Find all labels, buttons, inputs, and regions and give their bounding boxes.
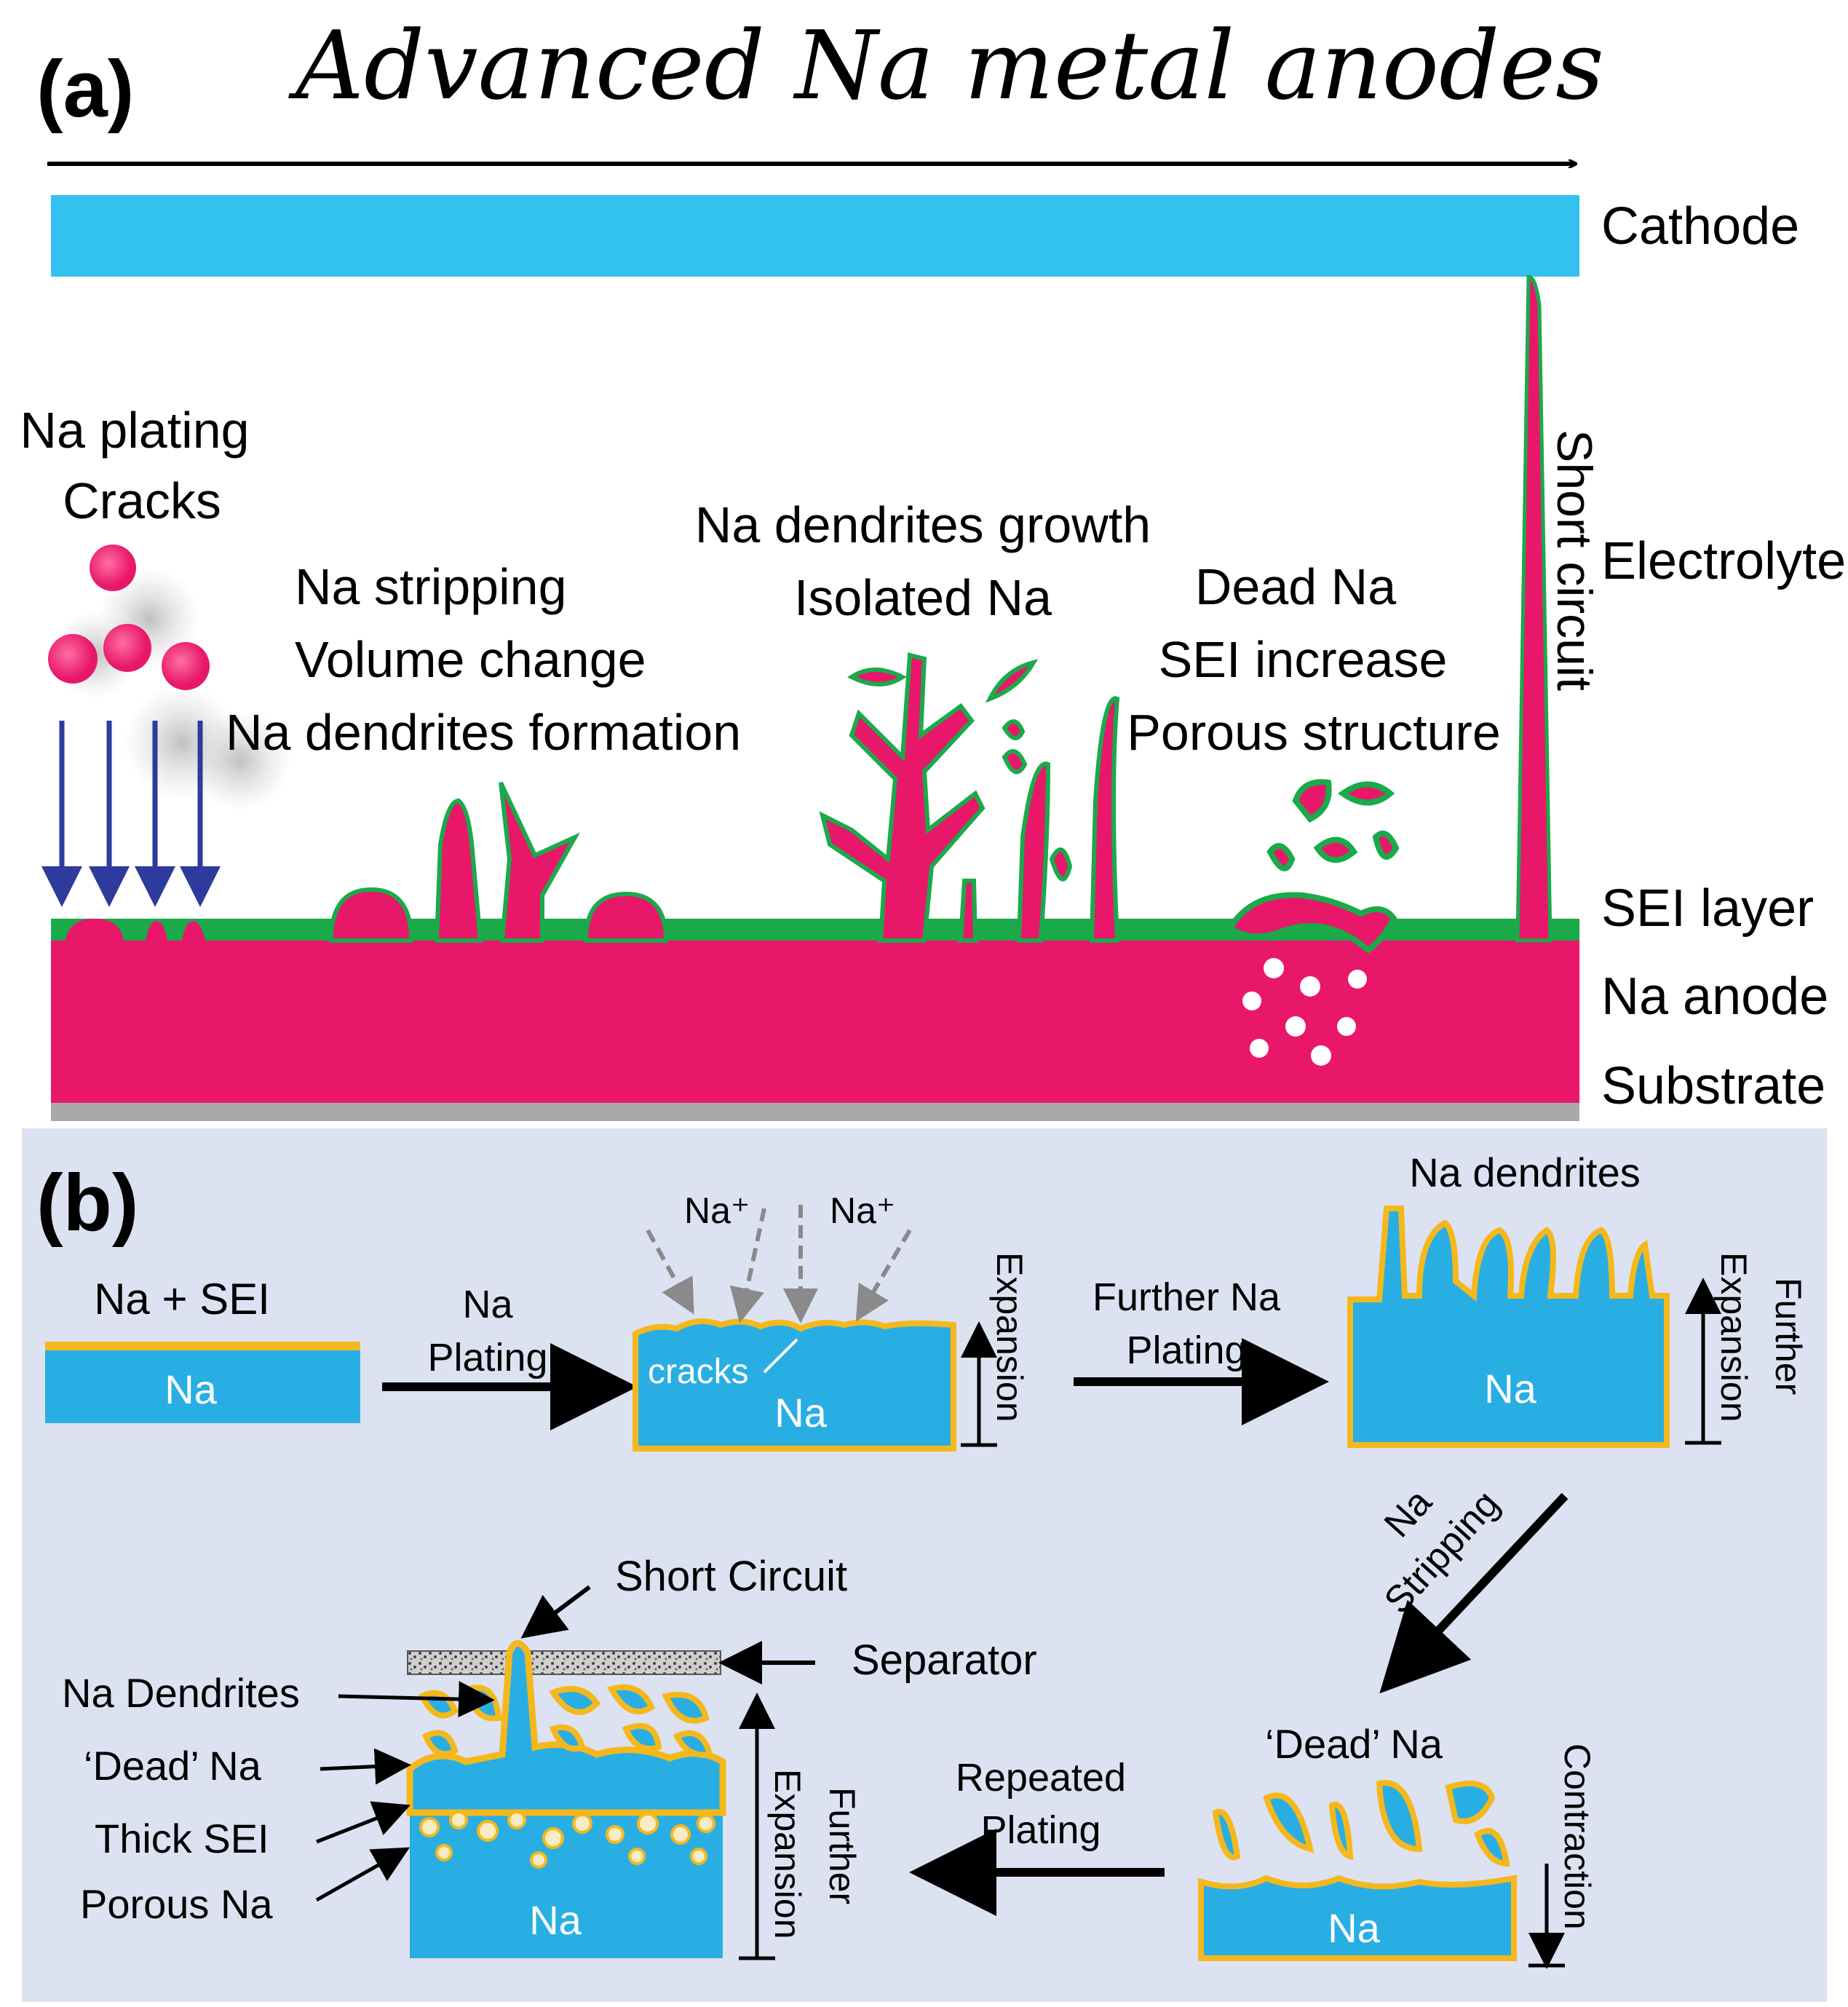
stage1-line1: Na plating (20, 402, 249, 459)
step5-pores (419, 1810, 715, 1869)
further-expansion-label: Expansion (1713, 1252, 1754, 1422)
na-ion-arrow (646, 1229, 694, 1315)
final-expansion-label: Expansion (767, 1769, 808, 1939)
dendrite-growth-stage: Na dendrites growth Isolated Na (695, 496, 1151, 943)
step5-na-block (410, 1805, 723, 1958)
step3-block-label: Na (1484, 1366, 1536, 1412)
arrow4-line1: Repeated (956, 1756, 1126, 1800)
contraction-label: Contraction (1557, 1743, 1598, 1930)
callout-arrow (338, 1681, 495, 1718)
dead-na-title: ‘Dead’ Na (1265, 1721, 1443, 1767)
panel-b-background (22, 1128, 1827, 2002)
stage2-line2: Volume change (295, 631, 646, 688)
stage4-line1: Dead Na (1195, 558, 1396, 615)
short-circuit-arrow (520, 1585, 591, 1639)
dead-na-stage: Dead Na SEI increase Porous structure (1127, 558, 1501, 1066)
arrow2-line1: Further Na (1092, 1275, 1281, 1319)
stage1-line2: Cracks (63, 472, 221, 529)
step2-block-label: Na (774, 1390, 827, 1436)
substrate-label: Substrate (1601, 1057, 1825, 1115)
callout-arrow (316, 1801, 411, 1844)
arrow1-line2: Plating (427, 1336, 547, 1379)
dendrites-title: Na dendrites (1409, 1149, 1641, 1195)
arrow2-line2: Plating (1126, 1329, 1246, 1372)
arrow4-line2: Plating (980, 1808, 1101, 1852)
callout-thick-sei: Thick SEI (95, 1816, 269, 1861)
step1-na-block (45, 1350, 360, 1423)
callout-dead-na: ‘Dead’ Na (84, 1743, 262, 1789)
substrate-layer (51, 1103, 1579, 1121)
na-ion-ball (90, 545, 136, 591)
callout-arrow (320, 1748, 411, 1785)
cracks-label: cracks (648, 1353, 749, 1391)
short-circuit-b-label: Short Circuit (615, 1553, 847, 1600)
na-ion-arrow (729, 1208, 766, 1323)
step4-block-label: Na (1328, 1905, 1380, 1951)
na-ion-ball (103, 624, 151, 672)
step5-block-label: Na (529, 1897, 582, 1943)
na-ion-label: Na⁺ (684, 1190, 750, 1231)
dead-na-fragments (1212, 1780, 1510, 1867)
final-further-label: Further (822, 1787, 862, 1904)
stage4-line2: SEI increase (1159, 631, 1448, 688)
stage4-line3: Porous structure (1127, 704, 1501, 761)
further-label: Further (1768, 1278, 1809, 1395)
panel-b: (b) Na + SEI Na Na Plating cracks Na Na⁺… (22, 1128, 1827, 2002)
stage2-line3: Na dendrites formation (226, 704, 741, 761)
na-ion-ball (162, 642, 210, 690)
na-anode-layer (51, 939, 1579, 1103)
separator-label: Separator (852, 1636, 1037, 1684)
na-ion-label: Na⁺ (830, 1190, 895, 1231)
callout-porous-na: Porous Na (80, 1881, 273, 1927)
step1-block-label: Na (164, 1366, 217, 1412)
sei-layer-label: SEI layer (1601, 879, 1814, 938)
step4-na-block (1198, 1875, 1517, 1961)
stage2-line1: Na stripping (295, 558, 567, 615)
stripping-arrow (1379, 1492, 1569, 1694)
plating-stage: Na plating Cracks (20, 402, 291, 941)
electrolyte-label: Electrolyte (1601, 532, 1846, 590)
na-anode-label: Na anode (1601, 967, 1828, 1026)
cracks-arrow (763, 1338, 798, 1374)
cathode-layer (51, 195, 1579, 277)
cathode-label: Cathode (1601, 197, 1799, 256)
arrow1-line1: Na (462, 1283, 513, 1326)
stripping-stage: Na stripping Volume change Na dendrites … (226, 558, 741, 943)
step1-sei (45, 1342, 360, 1350)
callout-na-dendrites: Na Dendrites (62, 1670, 300, 1716)
stage3-line2: Isolated Na (794, 569, 1052, 626)
callout-arrow (315, 1847, 411, 1902)
na-ion-ball (48, 634, 98, 684)
expansion-label: Expansion (989, 1252, 1030, 1422)
panel-b-label: (b) (36, 1158, 138, 1248)
panel-a-label: (a) (36, 44, 134, 134)
step1-title: Na + SEI (94, 1275, 270, 1323)
separator (407, 1650, 721, 1675)
panel-a-title: Advanced Na metal anodes (288, 10, 1604, 121)
short-circuit-label: Short circuit (1547, 429, 1602, 691)
short-circuit-dendrite (1515, 274, 1552, 943)
na-ion-arrow (855, 1229, 912, 1322)
step3-na-block (1347, 1206, 1670, 1448)
stage3-line1: Na dendrites growth (695, 496, 1151, 553)
panel-a: (a) Advanced Na metal anodes Cathode (20, 10, 1846, 1121)
